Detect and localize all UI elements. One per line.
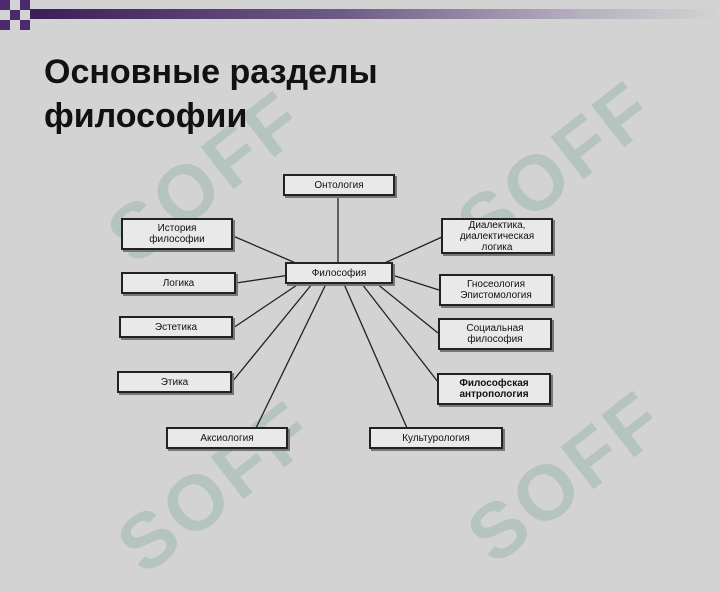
diagram-connectors bbox=[231, 196, 443, 429]
node-history-label: История философии bbox=[149, 223, 205, 245]
edge-social bbox=[375, 282, 439, 334]
decor-square bbox=[10, 10, 20, 20]
page-title: Основные разделы философии bbox=[44, 50, 378, 138]
header-decoration bbox=[0, 0, 720, 40]
node-ontology: Онтология bbox=[283, 174, 395, 196]
node-gnoseology-label: Гносеология Эпистомология bbox=[460, 279, 532, 301]
edge-axiology bbox=[255, 283, 327, 429]
edge-culturology bbox=[343, 283, 408, 429]
decor-square bbox=[0, 0, 10, 10]
node-dialectics-label: Диалектика, диалектическая логика bbox=[459, 219, 535, 253]
edge-ethics bbox=[231, 283, 313, 383]
page-title-line1: Основные разделы bbox=[44, 53, 378, 91]
header-bar bbox=[30, 9, 720, 19]
node-anthropology-label: Философская антропология bbox=[459, 378, 529, 400]
node-philosophy-center: Философия bbox=[285, 262, 393, 284]
edge-aesthetics bbox=[232, 282, 301, 329]
node-axiology: Аксиология bbox=[166, 427, 288, 449]
node-axiology-label: Аксиология bbox=[200, 432, 254, 444]
node-history: История философии bbox=[121, 218, 233, 250]
page-title-line2: философии bbox=[44, 97, 248, 135]
decor-square bbox=[20, 0, 30, 10]
edge-anthropology bbox=[361, 283, 439, 383]
edge-gnoseology bbox=[391, 274, 440, 291]
node-ethics-label: Этика bbox=[160, 376, 189, 388]
node-dialectics: Диалектика, диалектическая логика bbox=[441, 218, 553, 254]
edge-logic bbox=[235, 274, 291, 284]
node-gnoseology: Гносеология Эпистомология bbox=[439, 274, 553, 306]
node-culturology-label: Культурология bbox=[402, 432, 470, 444]
decor-square bbox=[20, 20, 30, 30]
decor-square bbox=[0, 20, 10, 30]
node-culturology: Культурология bbox=[369, 427, 503, 449]
node-ontology-label: Онтология bbox=[314, 179, 364, 191]
edge-dialectics bbox=[377, 236, 443, 267]
node-aesthetics: Эстетика bbox=[119, 316, 233, 338]
node-center-label: Философия bbox=[311, 267, 367, 279]
node-logic: Логика bbox=[121, 272, 236, 294]
edge-history bbox=[232, 235, 299, 265]
node-logic-label: Логика bbox=[162, 277, 195, 289]
node-aesthetics-label: Эстетика bbox=[154, 321, 198, 333]
node-social-philosophy: Социальная философия bbox=[438, 318, 552, 350]
node-ethics: Этика bbox=[117, 371, 232, 393]
node-anthropology: Философская антропология bbox=[437, 373, 551, 405]
node-social-label: Социальная философия bbox=[466, 323, 524, 345]
